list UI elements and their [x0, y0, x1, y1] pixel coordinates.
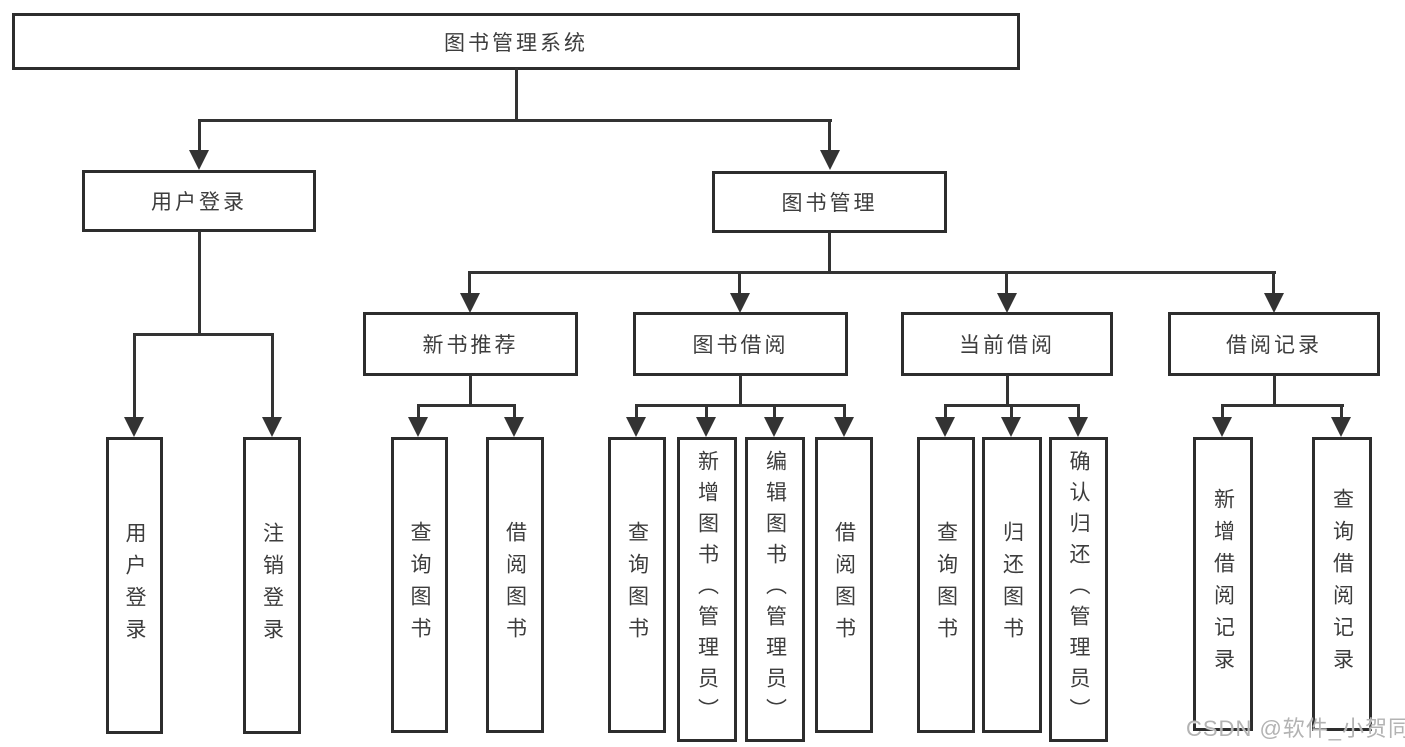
connector-line [739, 375, 742, 407]
leaf-query-books-1-label: 查询图书 [408, 521, 431, 649]
connector-line [773, 404, 776, 420]
leaf-user-login-label: 用户登录 [123, 521, 146, 650]
arrowhead-down-icon [834, 417, 854, 437]
leaf-borrow-books-1-label: 借阅图书 [503, 521, 527, 649]
connector-line [468, 271, 1276, 274]
connector-line [469, 375, 472, 407]
connector-line [1272, 271, 1275, 295]
leaf-user-login: 用户登录 [106, 437, 163, 734]
leaf-query-books-2: 查询图书 [608, 437, 666, 733]
leaf-add-borrow-record-label: 新增借阅记录 [1211, 488, 1235, 680]
connector-line [1005, 271, 1008, 295]
leaf-confirm-return-admin: 确认归还（管理员） [1049, 437, 1108, 742]
arrowhead-down-icon [1212, 417, 1232, 437]
arrowhead-down-icon [408, 417, 428, 437]
leaf-return-books-label: 归还图书 [1000, 521, 1024, 649]
connector-line [133, 333, 136, 419]
connector-line [828, 119, 831, 153]
leaf-borrow-books-2-label: 借阅图书 [832, 521, 856, 649]
leaf-add-borrow-record: 新增借阅记录 [1193, 437, 1253, 731]
connector-line [1221, 404, 1344, 407]
connector-line [133, 333, 274, 336]
node-user-login: 用户登录 [82, 170, 316, 232]
arrowhead-down-icon [1001, 417, 1021, 437]
connector-line [843, 404, 846, 420]
node-new-book-recommend: 新书推荐 [363, 312, 578, 376]
arrowhead-down-icon [820, 150, 840, 170]
node-borrow-records: 借阅记录 [1168, 312, 1380, 376]
connector-line [198, 231, 201, 336]
csdn-watermark: CSDN @软件_小贺同学 [1186, 716, 1405, 741]
arrowhead-down-icon [124, 417, 144, 437]
leaf-logout-label: 注销登录 [260, 521, 284, 650]
connector-line [705, 404, 708, 420]
arrowhead-down-icon [730, 293, 750, 313]
connector-line [513, 404, 516, 420]
connector-line [271, 333, 274, 419]
connector-line [1221, 404, 1224, 420]
arrowhead-down-icon [997, 293, 1017, 313]
leaf-logout: 注销登录 [243, 437, 301, 734]
connector-line [635, 404, 846, 407]
connector-line [1340, 404, 1343, 420]
connector-line [417, 404, 420, 420]
leaf-query-books-3-label: 查询图书 [934, 521, 958, 649]
arrowhead-down-icon [1068, 417, 1088, 437]
connector-line [1273, 375, 1276, 407]
leaf-return-books: 归还图书 [982, 437, 1042, 733]
node-book-borrow: 图书借阅 [633, 312, 848, 376]
arrowhead-down-icon [504, 417, 524, 437]
leaf-add-book-admin: 新增图书（管理员） [677, 437, 737, 742]
arrowhead-down-icon [262, 417, 282, 437]
arrowhead-down-icon [626, 417, 646, 437]
node-current-borrow: 当前借阅 [901, 312, 1113, 376]
leaf-borrow-books-2: 借阅图书 [815, 437, 873, 733]
connector-line [468, 271, 471, 295]
leaf-borrow-books-1: 借阅图书 [486, 437, 544, 733]
arrowhead-down-icon [1331, 417, 1351, 437]
arrowhead-down-icon [764, 417, 784, 437]
connector-line [1077, 404, 1080, 420]
leaf-edit-book-admin-label: 编辑图书（管理员） [763, 450, 787, 729]
connector-line [828, 232, 831, 274]
connector-line [1006, 375, 1009, 407]
connector-line [198, 119, 201, 153]
leaf-confirm-return-admin-label: 确认归还（管理员） [1067, 450, 1090, 729]
leaf-query-books-2-label: 查询图书 [625, 521, 649, 649]
arrowhead-down-icon [189, 150, 209, 170]
leaf-query-books-1: 查询图书 [391, 437, 448, 733]
leaf-edit-book-admin: 编辑图书（管理员） [745, 437, 805, 742]
node-book-management: 图书管理 [712, 171, 947, 233]
leaf-add-book-admin-label: 新增图书（管理员） [695, 450, 719, 729]
connector-line [198, 119, 832, 122]
connector-line [417, 404, 516, 407]
connector-line [738, 271, 741, 295]
leaf-query-books-3: 查询图书 [917, 437, 975, 733]
connector-line [515, 68, 518, 122]
arrowhead-down-icon [935, 417, 955, 437]
connector-line [944, 404, 947, 420]
leaf-query-borrow-record: 查询借阅记录 [1312, 437, 1372, 731]
leaf-query-borrow-record-label: 查询借阅记录 [1330, 488, 1354, 680]
node-root: 图书管理系统 [12, 13, 1020, 70]
connector-line [635, 404, 638, 420]
connector-line [1010, 404, 1013, 420]
arrowhead-down-icon [1264, 293, 1284, 313]
arrowhead-down-icon [460, 293, 480, 313]
arrowhead-down-icon [696, 417, 716, 437]
